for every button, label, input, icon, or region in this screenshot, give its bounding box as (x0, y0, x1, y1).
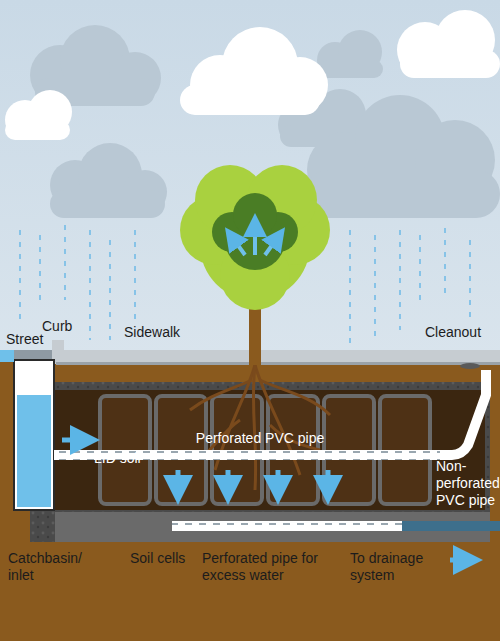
curb-label: Curb (42, 318, 92, 335)
pipe-label: Non-perforated PVC pipe (436, 458, 498, 509)
cleanout-label: Cleanout (425, 324, 495, 341)
part-label: Catchbasin/ inlet (8, 550, 103, 584)
part-label: Perforated pipe for excess water (202, 550, 342, 584)
part-label: Soil cells (130, 550, 210, 567)
soil-label: LID soil (94, 450, 154, 467)
part-label: To drainage system (350, 550, 445, 584)
sidewalk-label: Sidewalk (124, 324, 204, 341)
pipe-label: Perforated PVC pipe (150, 430, 370, 447)
